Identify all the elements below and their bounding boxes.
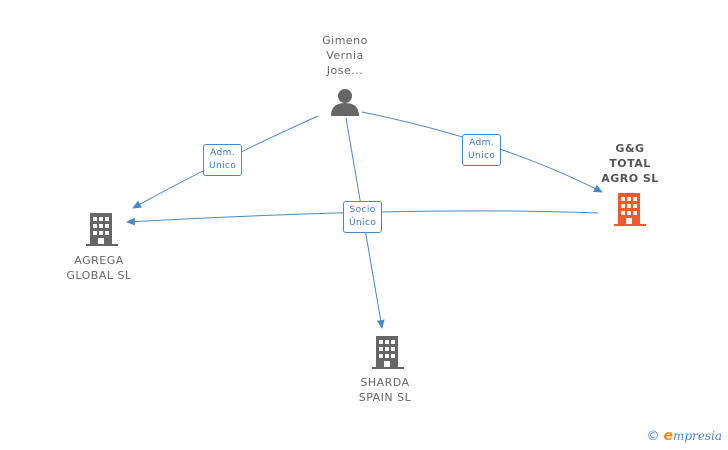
agrega-name-line: AGREGA bbox=[74, 254, 124, 267]
brand-footer[interactable]: ©empresia bbox=[646, 428, 722, 444]
sharda-name-line: SHARDA bbox=[360, 376, 410, 389]
role-badge-adm-right: Adm. Unico bbox=[462, 134, 502, 166]
badge-line: Unico bbox=[468, 151, 496, 161]
role-badge-socio: Socio Único bbox=[343, 201, 383, 233]
gg-name-line: AGRO SL bbox=[601, 172, 659, 185]
gg-name-line: G&G bbox=[615, 142, 645, 155]
edge-gg-to-agrega bbox=[126, 210, 599, 226]
badge-line: Único bbox=[349, 218, 377, 228]
badge-line: Adm. bbox=[469, 138, 495, 148]
person-name-line: Gimeno bbox=[322, 34, 368, 47]
person-icon bbox=[331, 89, 359, 116]
copyright-symbol: © bbox=[646, 429, 660, 444]
person-name-label[interactable]: Gimeno Vernia Jose... bbox=[300, 33, 390, 78]
badge-line: Adm. bbox=[210, 148, 236, 158]
sharda-company-label[interactable]: SHARDA SPAIN SL bbox=[340, 375, 430, 405]
brand-name: mpresia bbox=[672, 429, 722, 443]
gg-name-line: TOTAL bbox=[609, 157, 651, 170]
badge-line: Socio bbox=[349, 205, 376, 215]
badge-line: Unico bbox=[209, 161, 237, 171]
person-name-line: Jose... bbox=[326, 64, 364, 77]
sharda-name-line: SPAIN SL bbox=[358, 391, 412, 404]
agrega-company-label[interactable]: AGREGA GLOBAL SL bbox=[54, 253, 144, 283]
brand-logo-e: e bbox=[663, 428, 673, 444]
role-badge-adm-left: Adm. Unico bbox=[203, 144, 243, 176]
person-name-line: Vernia bbox=[326, 49, 364, 62]
sharda-building-icon bbox=[372, 336, 404, 369]
agrega-name-line: GLOBAL SL bbox=[66, 269, 132, 282]
gg-building-icon bbox=[614, 193, 646, 226]
agrega-building-icon bbox=[86, 213, 118, 246]
gg-company-label[interactable]: G&G TOTAL AGRO SL bbox=[585, 141, 675, 186]
